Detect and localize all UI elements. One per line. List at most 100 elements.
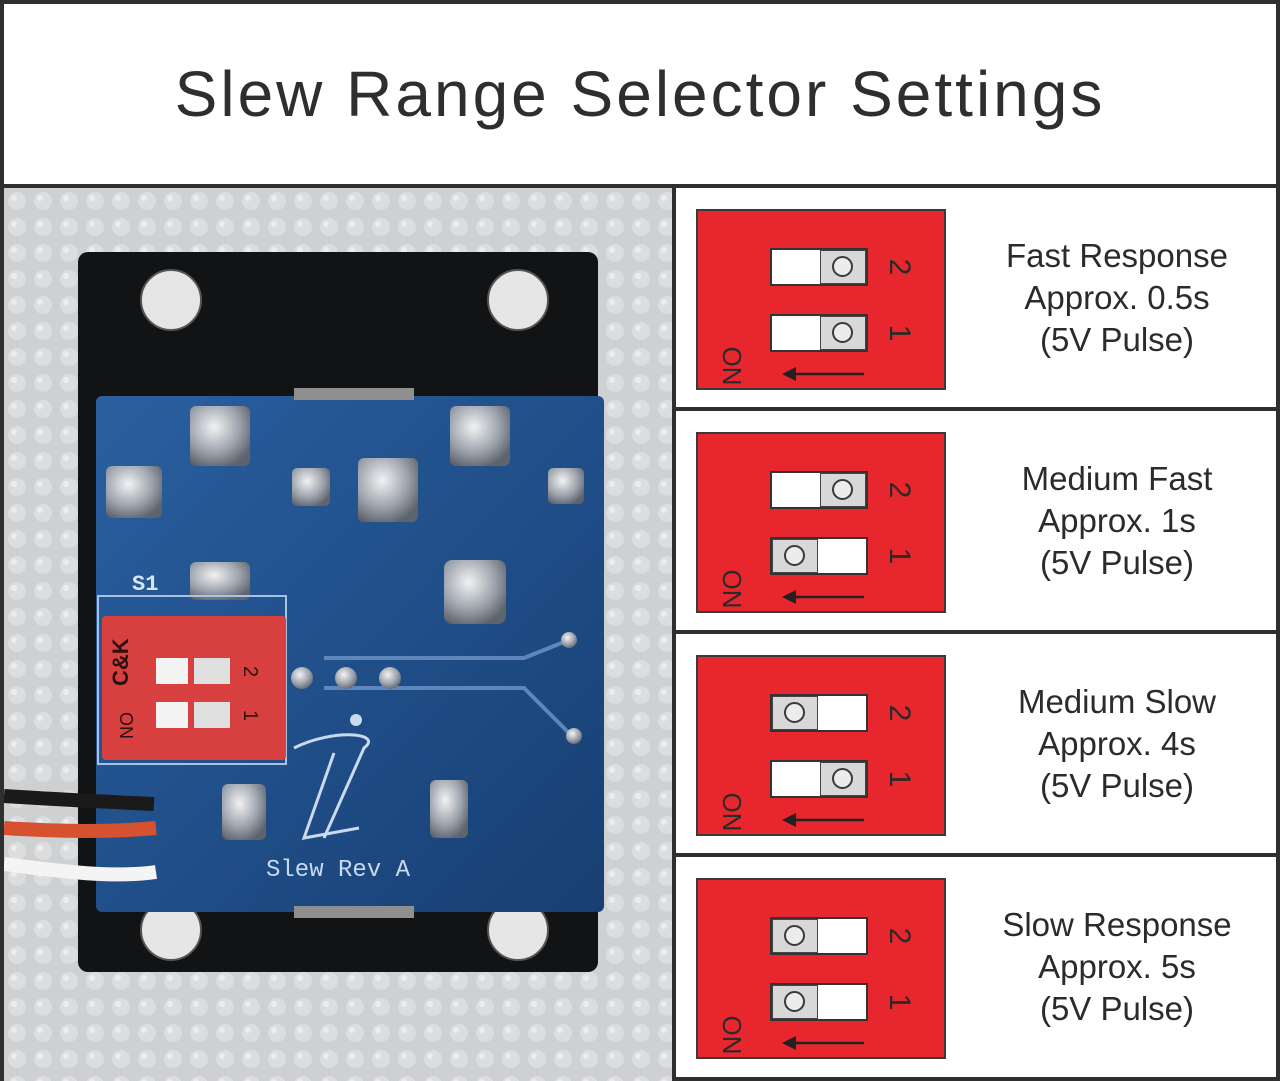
switch-ref-label: S1 xyxy=(132,572,158,597)
setting-description: Slow Response Approx. 5s (5V Pulse) xyxy=(972,887,1262,1047)
setting-name: Fast Response xyxy=(1006,237,1228,274)
on-direction-arrow-icon xyxy=(782,590,864,604)
board-illustration: S1 C&K 2 1 ON Slew Rev A xyxy=(4,188,672,1081)
dip-switch-diagram: 2 1 ON xyxy=(696,655,946,836)
switch-1-knob xyxy=(772,985,818,1019)
via xyxy=(561,632,577,648)
pcb-board xyxy=(96,396,604,912)
solder-pad xyxy=(450,406,510,466)
solder-pad xyxy=(292,468,330,506)
onboard-switch-number-1: 1 xyxy=(239,710,261,721)
setting-name: Medium Slow xyxy=(1017,683,1217,720)
setting-description: Medium Fast Approx. 1s (5V Pulse) xyxy=(972,441,1262,601)
on-direction-arrow-icon xyxy=(782,367,864,381)
setting-name: Medium Fast xyxy=(1021,460,1213,497)
via xyxy=(566,728,582,744)
wire-red xyxy=(4,821,157,838)
switch-1 xyxy=(770,537,868,575)
dip-switch-diagram: 2 1 ON xyxy=(696,209,946,390)
setting-description: Medium Slow Approx. 4s (5V Pulse) xyxy=(972,664,1262,824)
knob-hole xyxy=(784,545,805,566)
switch-2-knob xyxy=(772,696,818,730)
mounting-hole-top-right xyxy=(487,269,549,331)
via xyxy=(291,667,313,689)
switch-2-knob xyxy=(772,919,818,953)
settings-list: 2 1 ON Fast Response Approx. 0.5s (5V Pu… xyxy=(676,188,1276,1081)
dip-switch-diagram: 2 1 ON xyxy=(696,432,946,613)
switch-2-knob xyxy=(820,473,866,507)
switch-number-1: 1 xyxy=(883,770,916,788)
setting-description: Fast Response Approx. 0.5s (5V Pulse) xyxy=(972,218,1262,378)
switch-1 xyxy=(770,760,868,798)
on-label: ON xyxy=(717,792,747,832)
setting-pulse: (5V Pulse) xyxy=(1039,321,1195,358)
setting-row: 2 1 ON Medium Slow Approx. 4s (5V Pulse) xyxy=(676,634,1276,857)
setting-response-time: Approx. 0.5s xyxy=(1024,279,1210,316)
knob-hole xyxy=(784,925,805,946)
tl-logo-dot xyxy=(350,714,362,726)
solder-pad xyxy=(548,468,584,504)
setting-pulse: (5V Pulse) xyxy=(1039,990,1195,1027)
onboard-switch-on-label: ON xyxy=(116,712,136,739)
pcb-edge-header-top xyxy=(294,388,414,400)
on-label: ON xyxy=(717,346,747,386)
on-direction-arrow-icon xyxy=(782,813,864,827)
onboard-dip-switch xyxy=(102,616,286,760)
switch-1-knob xyxy=(820,762,866,796)
solder-pad xyxy=(190,562,250,600)
onboard-switch-brand: C&K xyxy=(108,638,133,686)
on-direction-arrow-icon xyxy=(782,1036,864,1050)
knob-hole xyxy=(832,479,853,500)
switch-2-knob xyxy=(820,250,866,284)
onboard-switch-lever xyxy=(194,658,230,684)
switch-number-1: 1 xyxy=(883,547,916,565)
on-label: ON xyxy=(717,1015,747,1055)
setting-row: 2 1 ON Medium Fast Approx. 1s (5V Pulse) xyxy=(676,411,1276,634)
onboard-switch-lever xyxy=(156,658,188,684)
switch-2 xyxy=(770,917,868,955)
switch-2 xyxy=(770,694,868,732)
setting-response-time: Approx. 5s xyxy=(1038,948,1196,985)
setting-pulse: (5V Pulse) xyxy=(1039,767,1195,804)
knob-hole xyxy=(784,991,805,1012)
switch-1 xyxy=(770,314,868,352)
setting-response-time: Approx. 1s xyxy=(1038,502,1196,539)
switch-number-1: 1 xyxy=(883,993,916,1011)
knob-hole xyxy=(832,768,853,789)
switch-number-1: 1 xyxy=(883,324,916,342)
knob-hole xyxy=(784,702,805,723)
solder-pad xyxy=(222,784,266,840)
via xyxy=(335,667,357,689)
page-title: Slew Range Selector Settings xyxy=(174,58,1106,130)
setting-row: 2 1 ON Slow Response Approx. 5s (5V Puls… xyxy=(676,857,1276,1077)
onboard-switch-lever xyxy=(194,702,230,728)
switch-1-knob xyxy=(820,316,866,350)
switch-2 xyxy=(770,248,868,286)
switch-number-2: 2 xyxy=(883,704,916,722)
pcb-edge-header-bottom xyxy=(294,906,414,918)
switch-1 xyxy=(770,983,868,1021)
knob-hole xyxy=(832,322,853,343)
setting-response-time: Approx. 4s xyxy=(1038,725,1196,762)
switch-number-2: 2 xyxy=(883,258,916,276)
on-label: ON xyxy=(717,569,747,609)
switch-number-2: 2 xyxy=(883,927,916,945)
switch-1-knob xyxy=(772,539,818,573)
solder-pad xyxy=(358,458,418,522)
solder-pad xyxy=(106,466,162,518)
setting-name: Slow Response xyxy=(1002,906,1232,943)
switch-2 xyxy=(770,471,868,509)
setting-row: 2 1 ON Fast Response Approx. 0.5s (5V Pu… xyxy=(676,188,1276,411)
dip-switch-diagram: 2 1 ON xyxy=(696,878,946,1059)
setting-pulse: (5V Pulse) xyxy=(1039,544,1195,581)
tl-logo xyxy=(293,733,370,840)
knob-hole xyxy=(832,256,853,277)
solder-pad xyxy=(190,406,250,466)
solder-pad xyxy=(430,780,468,838)
title-bar: Slew Range Selector Settings xyxy=(4,4,1276,188)
wire-white xyxy=(4,857,157,882)
board-label: Slew Rev A xyxy=(266,857,411,884)
solder-pad xyxy=(444,560,506,624)
via xyxy=(379,667,401,689)
